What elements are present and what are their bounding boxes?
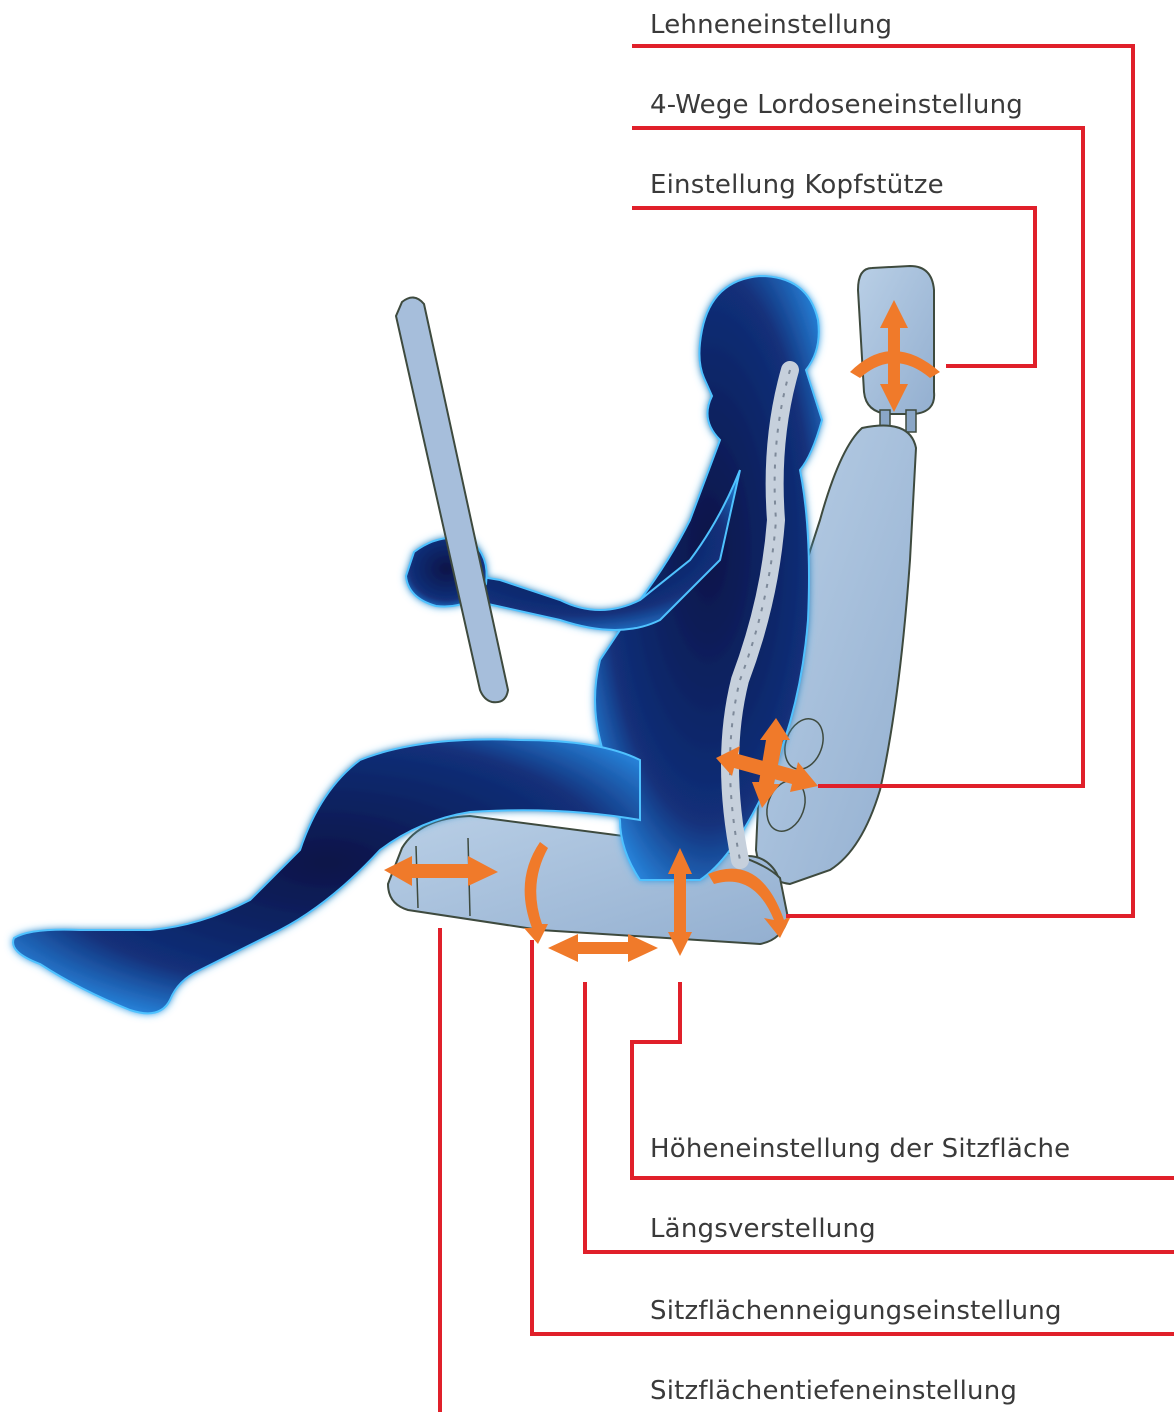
line-fore-aft: [585, 982, 1174, 1252]
label-seat-depth: Sitzflächentiefeneinstellung: [650, 1376, 1017, 1406]
fore-aft-arrow: [548, 934, 658, 962]
label-headrest: Einstellung Kopfstütze: [650, 170, 944, 200]
label-fore-aft: Längsverstellung: [650, 1214, 876, 1244]
steering-wheel: [396, 297, 508, 702]
label-backrest: Lehneneinstellung: [650, 10, 892, 40]
line-headrest: [632, 208, 1035, 366]
label-seat-height: Höheneinstellung der Sitzfläche: [650, 1134, 1070, 1164]
label-lumbar: 4-Wege Lordoseneinstellung: [650, 90, 1023, 120]
label-seat-tilt: Sitzflächenneigungseinstellung: [650, 1296, 1062, 1326]
